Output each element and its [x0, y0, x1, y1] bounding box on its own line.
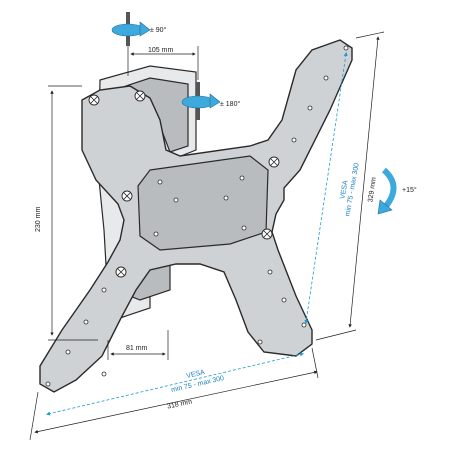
vesa-bottom-range: min 75 - max 300 [171, 375, 225, 394]
screw-icon [115, 266, 127, 278]
screw-icon [268, 156, 280, 168]
dim-318-line [34, 370, 318, 434]
dim-329-label: 329 mm [367, 177, 377, 203]
screw-icon [88, 94, 100, 106]
vesa-right-line [304, 52, 348, 324]
tilt-label: +15° [402, 186, 417, 194]
dim-81-label: 81 mm [126, 345, 148, 352]
screws [88, 90, 280, 278]
tilt-icon [377, 167, 397, 215]
screw-icon [134, 90, 146, 102]
vesa-bottom-title: VESA [186, 369, 206, 380]
dim-318-label: 318 mm [167, 398, 193, 410]
screw-icon [121, 190, 133, 202]
rotation-180-label: ± 180° [220, 100, 240, 108]
tv-plate [39, 39, 353, 393]
rotate-180-icon [181, 82, 221, 120]
rotation-90-label: ± 90° [150, 26, 167, 34]
dim-230-label: 230 mm [35, 207, 42, 232]
dim-329-line [348, 36, 380, 328]
rotate-90-icon [111, 12, 151, 46]
vesa-right-title: VESA [339, 180, 349, 200]
dim-105-label: 105 mm [148, 47, 173, 54]
screw-icon [261, 228, 273, 240]
